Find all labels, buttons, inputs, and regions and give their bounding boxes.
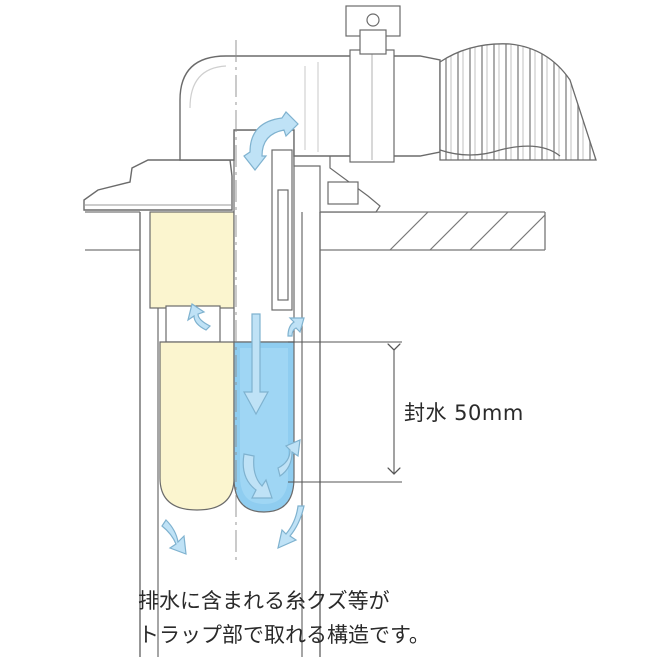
caption-line-2: トラップ部で取れる構造です。 — [138, 623, 430, 647]
drain-hose — [439, 43, 597, 161]
caption-line-1: 排水に含まれる糸クズ等が — [138, 589, 390, 613]
hose-clamp — [345, 5, 401, 55]
elbow-pipe — [179, 55, 441, 161]
flow-arrows — [161, 111, 305, 555]
floor-hatch — [389, 211, 546, 251]
seal-water-label: 封水 50mm — [404, 401, 524, 425]
lint-basket — [149, 211, 235, 511]
weir — [271, 149, 381, 311]
seal-water-dimension — [288, 341, 402, 483]
trap-flange — [83, 159, 233, 211]
caption: 排水に含まれる糸クズ等が トラップ部で取れる構造です。 — [138, 584, 430, 652]
